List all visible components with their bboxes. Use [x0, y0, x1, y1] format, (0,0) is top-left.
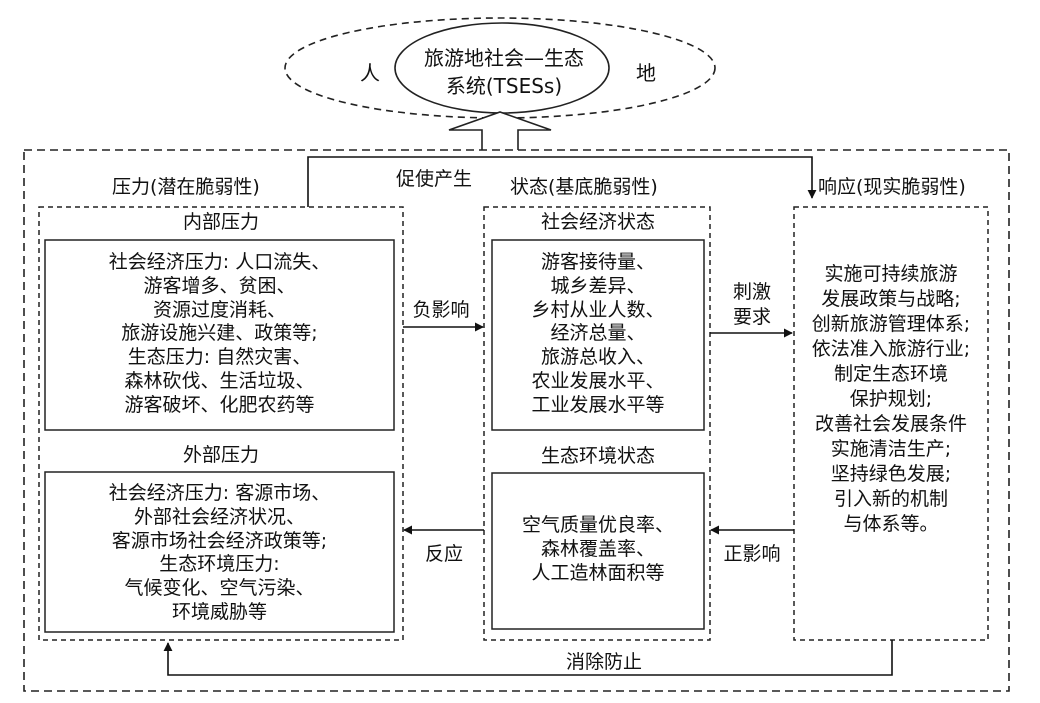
internal-line: 社会经济压力: 人口流失、 [108, 251, 331, 273]
external-pressure-box [44, 471, 395, 633]
socio-state-box [491, 239, 705, 431]
external-line: 社会经济压力: 客源市场、 [108, 482, 331, 504]
outer-frame [23, 149, 1010, 692]
socio-line: 工业发展水平等 [531, 393, 665, 416]
response-line: 与体系等。 [843, 513, 939, 535]
socio-state-text: 游客接待量、 城乡差异、 乡村从业人数、 经济总量、 旅游总收入、 农业发展水平… [492, 251, 704, 418]
eco-state-title: 生态环境状态 [540, 445, 656, 467]
promote-label: 促使产生 [396, 168, 473, 190]
eco-line: 空气质量优良率、 [521, 514, 674, 536]
response-line: 保护规划; [849, 388, 933, 410]
external-line: 环境威胁等 [171, 600, 267, 623]
eliminate-arrow [163, 640, 893, 676]
response-line: 依法准入旅游行业; [811, 338, 971, 360]
internal-line: 生态压力: 自然灾害、 [127, 346, 312, 369]
negative-impact-label: 负影响 [412, 299, 470, 321]
eco-state-text: 空气质量优良率、 森林覆盖率、 人工造林面积等 [492, 514, 704, 585]
stimulate-label-line2: 要求 [732, 306, 772, 328]
socio-line: 游客接待量、 [540, 251, 655, 273]
internal-line: 森林砍伐、生活垃圾、 [124, 369, 315, 392]
state-box [483, 206, 711, 641]
external-line: 客源市场社会经济政策等; [111, 529, 328, 552]
stimulate-label-line1: 刺激 [732, 281, 772, 303]
response-line: 引入新的机制 [833, 488, 948, 510]
socio-line: 农业发展水平、 [531, 369, 665, 392]
system-title-line1: 旅游地社会—生态 [424, 46, 584, 70]
external-line: 气候变化、空气污染、 [124, 577, 315, 600]
socio-state-title: 社会经济状态 [540, 211, 656, 233]
eco-state-box [491, 472, 705, 630]
socio-line: 经济总量、 [550, 322, 646, 345]
system-title-line2: 系统(TSESs) [445, 74, 563, 98]
response-line: 改善社会发展条件 [814, 413, 967, 435]
promote-arrow [307, 156, 817, 207]
internal-pressure-text: 社会经济压力: 人口流失、 游客增多、贫困、 资源过度消耗、 旅游设施兴建、政策… [45, 251, 394, 418]
external-pressure-title: 外部压力 [182, 444, 260, 466]
response-title: 响应(现实脆弱性) [818, 176, 966, 198]
response-line: 发展政策与战略; [821, 288, 961, 310]
response-line: 实施清洁生产; [830, 438, 952, 460]
eco-line: 森林覆盖率、 [540, 537, 655, 560]
response-line: 实施可持续旅游 [824, 263, 958, 285]
state-title: 状态(基底脆弱性) [510, 176, 658, 198]
internal-line: 游客增多、贫困、 [143, 274, 296, 297]
response-line: 创新旅游管理体系; [811, 313, 971, 335]
external-line: 外部社会经济状况、 [133, 505, 305, 528]
socio-line: 乡村从业人数、 [531, 298, 665, 321]
pressure-title: 压力(潜在脆弱性) [112, 176, 260, 198]
response-box [793, 206, 989, 641]
eco-line: 人工造林面积等 [531, 561, 665, 584]
socio-line: 城乡差异、 [550, 274, 646, 297]
positive-impact-label: 正影响 [723, 543, 781, 565]
internal-pressure-title: 内部压力 [182, 211, 260, 233]
internal-pressure-box [44, 239, 395, 431]
response-line: 制定生态环境 [833, 363, 948, 385]
response-line: 坚持绿色发展; [830, 463, 952, 485]
external-line: 生态环境压力: [159, 553, 280, 576]
land-label: 地 [636, 61, 656, 85]
eliminate-label: 消除防止 [565, 651, 643, 673]
pressure-box [38, 206, 404, 641]
hollow-up-arrow [448, 111, 552, 150]
external-pressure-text: 社会经济压力: 客源市场、 外部社会经济状况、 客源市场社会经济政策等; 生态环… [45, 482, 394, 625]
human-label: 人 [360, 61, 380, 85]
internal-line: 游客破坏、化肥农药等 [124, 393, 315, 416]
response-text: 实施可持续旅游 发展政策与战略; 创新旅游管理体系; 依法准入旅游行业; 制定生… [794, 262, 988, 537]
reaction-label: 反应 [424, 543, 464, 565]
socio-line: 旅游总收入、 [540, 346, 655, 369]
internal-line: 资源过度消耗、 [152, 298, 286, 321]
internal-line: 旅游设施兴建、政策等; [121, 322, 318, 345]
